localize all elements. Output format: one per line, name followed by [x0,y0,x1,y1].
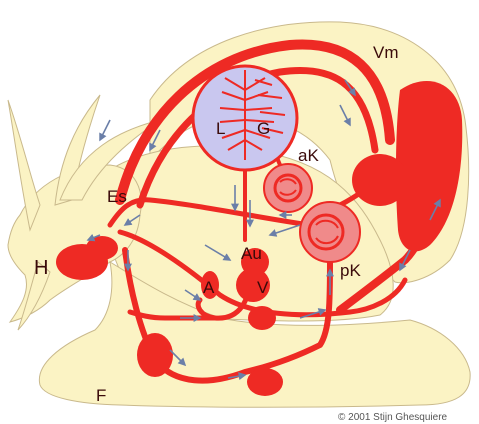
label-f: F [96,386,106,405]
label-vm: Vm [373,43,399,62]
foot-sinus-2 [247,368,283,396]
label-v: V [257,278,269,297]
foot-sinus-1 [137,333,173,377]
label-es: Es [107,187,127,206]
copyright-credit: © 2001 Stijn Ghesquiere [338,412,448,423]
label-g: G [257,119,270,138]
label-a: A [203,278,215,297]
label-pk: pK [340,261,361,280]
label-ak: aK [298,146,319,165]
lung [193,66,297,170]
posterior-kidney [300,202,360,262]
pericardial-loop [248,306,276,330]
label-h: H [34,257,48,279]
heart-region-blob [352,154,408,206]
anterior-kidney [264,164,312,212]
label-au: Au [241,244,262,263]
label-l: L [216,119,225,138]
